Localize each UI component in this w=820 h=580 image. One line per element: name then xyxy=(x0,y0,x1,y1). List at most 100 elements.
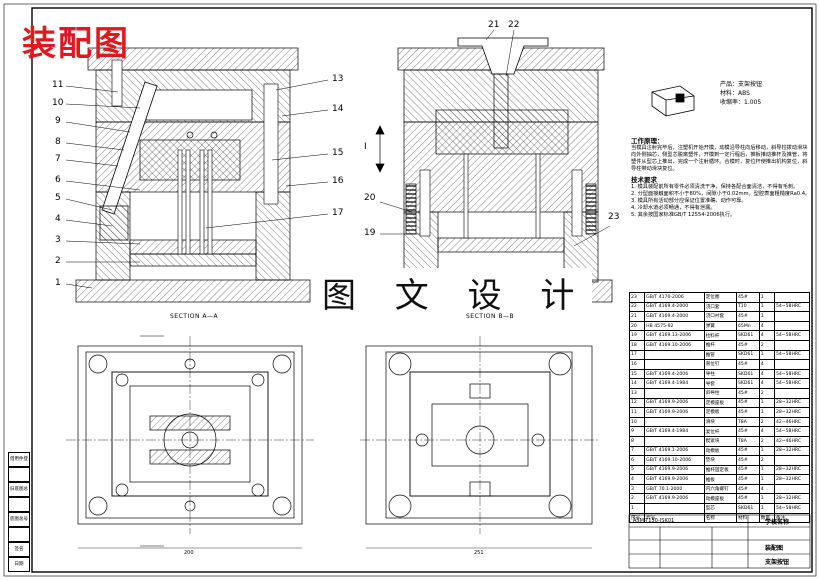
bom-cell: 滑块 xyxy=(703,416,738,428)
product-info: 产品：支架按钮 材料：ABS 收缩率：1.005 xyxy=(720,80,762,107)
bom-cell: 28~32HRC xyxy=(773,474,811,485)
bom-cell: 楔紧块 xyxy=(703,435,738,447)
bom-cell: 9 xyxy=(628,426,646,437)
bom-cell: 4 xyxy=(758,320,775,332)
bom-cell: 推板 xyxy=(703,474,738,485)
bom-cell: 导套 xyxy=(703,378,738,389)
bom-cell: HB 4575-92 xyxy=(644,320,705,332)
bom-cell: 28~32HRC xyxy=(773,397,811,409)
callout-4: 4 xyxy=(55,214,61,224)
bom-cell: GB/T 4169.4-2000 xyxy=(644,301,705,313)
bom-cell: 推管 xyxy=(703,349,738,361)
bom-cell xyxy=(644,435,705,447)
bom-cell: GB/T 4169.9-2006 xyxy=(644,493,705,505)
bom-cell xyxy=(644,387,705,399)
bom-cell: 45# xyxy=(736,445,760,457)
bom-cell: SKD61 xyxy=(736,503,760,514)
part-name: 支架按钮 xyxy=(765,559,790,566)
bom-cell: 28~32HRC xyxy=(773,445,811,457)
bom-cell: GB/T 4169.4-1984 xyxy=(644,426,705,437)
bom-cell: GB/T 4169.4-2000 xyxy=(644,311,705,322)
bom-cell: 54~58HRC xyxy=(773,426,811,437)
bom-cell: 45# xyxy=(736,407,760,418)
bom-cell: 4 xyxy=(758,330,775,341)
bom-cell: 19 xyxy=(628,330,646,341)
bom-cell: 3 xyxy=(628,483,646,495)
bom-cell: GB/T 4169.9-2006 xyxy=(644,464,705,476)
bom-cell xyxy=(644,416,705,428)
bom-cell: 45# xyxy=(736,387,760,399)
bom-cell xyxy=(773,455,811,466)
bom-cell: 17 xyxy=(628,349,646,361)
bom-cell xyxy=(773,339,811,351)
bom-cell: 54~58HRC xyxy=(773,301,811,313)
bom-cell xyxy=(644,359,705,370)
shrink-value: 1.005 xyxy=(744,99,762,106)
callout-1: 1 xyxy=(55,278,61,288)
bom-cell: 54~58HRC xyxy=(773,349,811,361)
tech-req-item: 5. 其余按国家标准GB/T 12554-2006执行。 xyxy=(631,212,736,218)
bom-cell: 42~46HRC xyxy=(773,435,811,447)
bom-cell: 10 xyxy=(628,416,646,428)
bom-cell xyxy=(773,311,811,322)
bom-cell: 斜导柱 xyxy=(703,387,738,399)
tech-req-heading: 技术要求 xyxy=(631,176,657,184)
material-value: ABS xyxy=(738,90,750,97)
bom-cell: 4 xyxy=(758,378,775,389)
bom-cell: GB/T 70.1-2000 xyxy=(644,483,705,495)
bom-cell: 定位圈 xyxy=(703,292,738,303)
tech-req-item: 2. 分型面接触面积不小于80%，间隙小于0.02mm，型腔表面粗糙度Ra0.4… xyxy=(631,191,811,197)
bom-cell: 1 xyxy=(758,445,775,457)
bom-cell: 14 xyxy=(628,378,646,389)
dim-plan-a-width: 200 xyxy=(184,550,194,556)
bom-cell: T10 xyxy=(736,301,760,313)
bom-cell: SKD61 xyxy=(736,368,760,380)
bom-cell: 45# xyxy=(736,397,760,409)
bom-cell: 2 xyxy=(758,416,775,428)
bom-cell: 动模座板 xyxy=(703,493,738,505)
product-name: 支架按钮 xyxy=(738,81,763,88)
bom-cell: GB/T 4169.9-2006 xyxy=(644,397,705,409)
bom-cell xyxy=(773,387,811,399)
bom-cell: 动模板 xyxy=(703,445,738,457)
callout-22: 22 xyxy=(508,20,520,30)
bom-cell: T8A xyxy=(736,435,760,447)
sidebar-cell: 日期 xyxy=(8,557,30,572)
sidebar-cell: 借用件登记 xyxy=(8,452,30,467)
callout-8: 8 xyxy=(55,137,61,147)
bom-cell: 15 xyxy=(628,368,646,380)
bom-cell: 54~58HRC xyxy=(773,378,811,389)
bom-cell: 28~32HRC xyxy=(773,464,811,476)
sidebar-cell xyxy=(8,467,30,482)
bom-cell: 18 xyxy=(628,339,646,351)
bom-cell: 8 xyxy=(628,435,646,447)
bom-cell: 5 xyxy=(628,464,646,476)
callout-3: 3 xyxy=(55,235,61,245)
bom-cell: 28~32HRC xyxy=(773,407,811,418)
bom-cell: 1 xyxy=(758,503,775,514)
callout-16: 16 xyxy=(332,176,344,186)
callout-17: 17 xyxy=(332,208,344,218)
bom-cell: 45# xyxy=(736,311,760,322)
bom-header-cell: 序号 xyxy=(628,512,646,524)
bom-cell: GB/T 4169.9-2006 xyxy=(644,407,705,418)
bom-cell: 54~58HRC xyxy=(773,368,811,380)
plan-view-left xyxy=(66,335,314,549)
bom-cell: SKD61 xyxy=(736,330,760,341)
bom-cell: 4 xyxy=(758,368,775,380)
